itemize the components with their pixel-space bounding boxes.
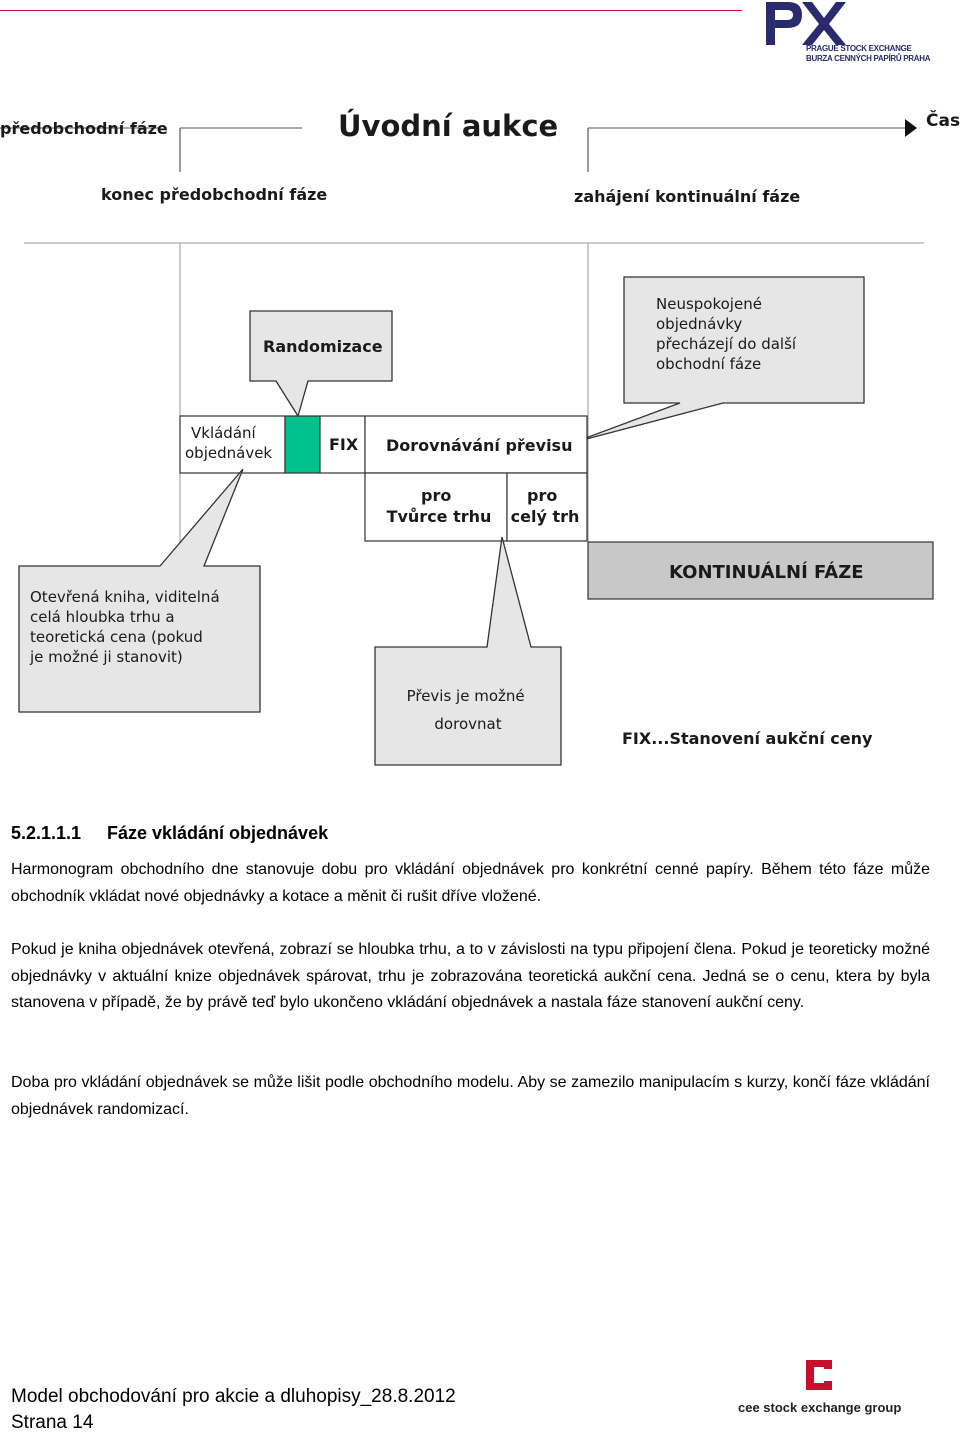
footer-doc-title: Model obchodování pro akcie a dluhopisy_… — [11, 1386, 456, 1407]
callout-otevrena-line: je možné ji stanovit) — [29, 648, 183, 666]
callout-previs-line: dorovnat — [434, 715, 501, 733]
box-dorovnavani — [364, 415, 588, 474]
box-vkladani-text: Vkládání objednávek — [185, 424, 272, 462]
box-pro-tvurce — [364, 472, 508, 542]
callout-neuspokojene-line: Neuspokojené — [656, 295, 762, 313]
box-vkladani-line: objednávek — [185, 444, 272, 462]
callout-otevrena-text: Otevřená kniha, viditelná celá hloubka t… — [29, 588, 224, 666]
paragraph: Harmonogram obchodního dne stanovuje dob… — [11, 861, 930, 905]
randomizace-callout — [249, 310, 393, 418]
px-logo-mark — [766, 2, 846, 45]
box-pro-cely-text: pro celý trh — [511, 486, 580, 526]
neuspokojene-callout — [574, 276, 865, 443]
header-rule — [0, 10, 742, 11]
section-number: 5.2.1.1.1 — [11, 823, 82, 843]
callout-neuspokojene-line: objednávky — [656, 315, 742, 333]
logo-line1: PRAGUE STOCK EXCHANGE — [806, 44, 912, 53]
footer-page: Strana 14 — [11, 1412, 94, 1433]
callout-otevrena-line: celá hloubka trhu a — [30, 608, 175, 626]
callout-neuspokojene-text: Neuspokojené objednávky přecházejí do da… — [656, 295, 801, 373]
px-logo: PRAGUE STOCK EXCHANGE BURZA CENNÝCH PAPÍ… — [762, 0, 942, 66]
box-pro-cely-line: pro — [527, 486, 557, 505]
timeline-arrow-icon — [905, 119, 917, 137]
box-vkladani-line: Vkládání — [191, 424, 257, 442]
callout-previs-text: Převis je možné dorovnat — [407, 687, 530, 733]
callout-randomizace-text: Randomizace — [263, 337, 383, 356]
otevrena-callout — [18, 468, 261, 713]
label-predobchodni: předobchodní fáze — [0, 119, 168, 138]
callout-neuspokojene-line: přecházejí do další — [656, 335, 797, 353]
diagram-title: Úvodní aukce — [338, 109, 558, 143]
callout-otevrena-line: teoretická cena (pokud — [30, 628, 203, 646]
auction-diagram: předobchodní fáze Úvodní aukce Čas konec… — [0, 109, 960, 766]
cee-logo-text: cee stock exchange group — [738, 1400, 902, 1415]
legend-fix: FIX...Stanovení aukční ceny — [622, 729, 873, 748]
box-pro-tvurce-text: pro Tvůrce trhu — [387, 486, 492, 526]
box-randomizace — [284, 415, 321, 474]
box-pro-tvurce-line: Tvůrce trhu — [387, 507, 492, 526]
box-kontinualni — [587, 541, 934, 600]
cee-logo-icon — [806, 1360, 832, 1390]
label-zahajeni: zahájení kontinuální fáze — [574, 187, 800, 206]
cee-group-logo: cee stock exchange group — [736, 1358, 926, 1418]
box-vkladani — [179, 415, 286, 474]
box-kontinualni-text: KONTINUÁLNÍ FÁZE — [669, 561, 864, 583]
section-title: Fáze vkládání objednávek — [107, 823, 329, 843]
previs-callout — [374, 536, 562, 766]
box-dorovnavani-text: Dorovnávání převisu — [386, 436, 572, 455]
paragraph: Pokud je kniha objednávek otevřená, zobr… — [11, 941, 930, 1011]
label-konec: konec předobchodní fáze — [101, 185, 327, 204]
callout-neuspokojene-line: obchodní fáze — [656, 355, 761, 373]
callout-otevrena-line: Otevřená kniha, viditelná — [30, 588, 220, 606]
box-pro-tvurce-line: pro — [421, 486, 451, 505]
logo-line2: BURZA CENNÝCH PAPÍRŮ PRAHA — [806, 54, 931, 63]
paragraph: Doba pro vkládání objednávek se může liš… — [11, 1074, 930, 1118]
section-heading: 5.2.1.1.1 Fáze vkládání objednávek — [11, 823, 328, 844]
label-cas: Čas — [926, 109, 960, 131]
callout-previs-line: Převis je možné — [407, 687, 525, 705]
box-fix-text: FIX — [329, 435, 359, 454]
box-pro-cely-line: celý trh — [511, 507, 580, 526]
box-pro-cely — [506, 472, 588, 542]
